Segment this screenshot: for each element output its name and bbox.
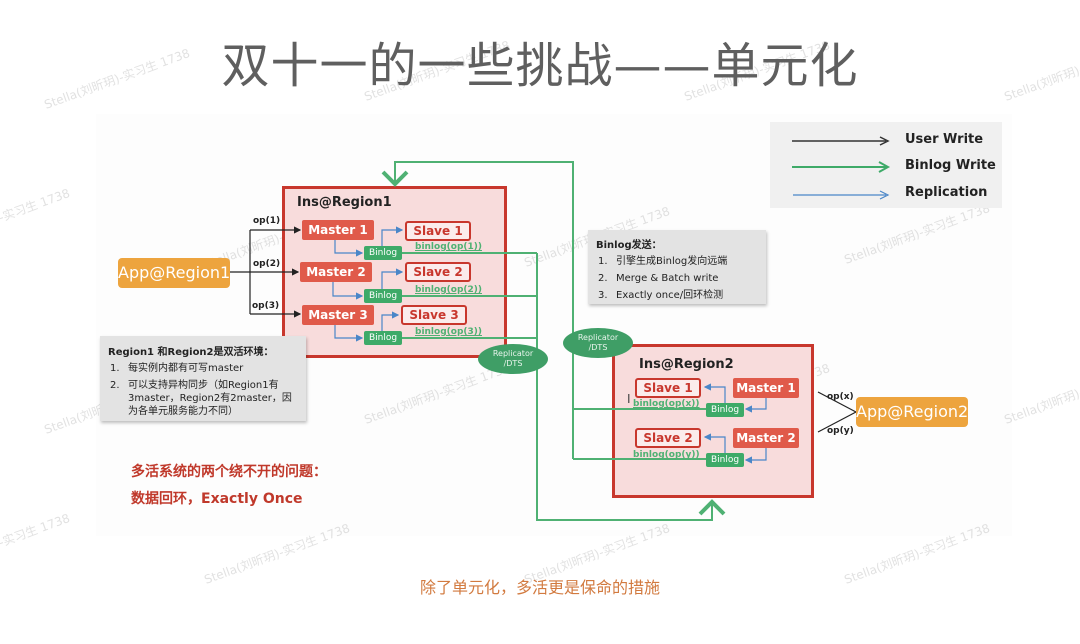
- region1-slave-1: Slave 1: [405, 221, 471, 241]
- region1-binlog-1: Binlog: [364, 246, 402, 260]
- region1-slave-2: Slave 2: [405, 262, 471, 282]
- region1-binlog-2: Binlog: [364, 289, 402, 303]
- note-item-number: 2.: [110, 380, 120, 391]
- region2-binlog-label-2: binlog(op(y)): [633, 450, 700, 460]
- op-label: op(3): [252, 301, 280, 311]
- region2-slave-1: Slave 1: [635, 378, 701, 398]
- note-item-text: Exactly once/回环检测: [616, 290, 724, 301]
- app-region2-node: App@Region2: [856, 397, 968, 427]
- note-title: Binlog发送：: [596, 240, 662, 251]
- region2-master-1: Master 1: [733, 378, 799, 398]
- region2-master-2: Master 2: [733, 428, 799, 448]
- replicator-dts-region1: Replicator /DTS: [478, 344, 548, 374]
- legend-label: Binlog Write: [905, 158, 996, 173]
- region1-binlog-label-2: binlog(op(2)): [415, 285, 482, 295]
- note-item-number: 3.: [598, 290, 608, 301]
- note-item-text: Merge & Batch write: [616, 273, 719, 284]
- note-item-text: 引擎生成Binlog发向远端: [616, 256, 728, 267]
- note-title: Region1 和Region2是双活环境：: [108, 347, 274, 358]
- slide-title: 双十一的一些挑战——单元化: [221, 38, 859, 94]
- note-item: 1. 引擎生成Binlog发向远端: [596, 255, 758, 268]
- replicator-label: Replicator: [577, 333, 619, 342]
- note-item-number: 1.: [110, 363, 120, 374]
- app-region1-node: App@Region1: [118, 258, 230, 288]
- op-label: op(y): [827, 426, 854, 436]
- region2-binlog-label-1: binlog(op(x)): [633, 399, 700, 409]
- note-item: 3. Exactly once/回环检测: [596, 289, 758, 302]
- note-item-number: 1.: [598, 256, 608, 267]
- binlog-write-lines-region2-to-region1: [381, 161, 706, 460]
- region2-binlog-2: Binlog: [706, 453, 744, 467]
- note-item-number: 2.: [598, 273, 608, 284]
- region1-slave-3: Slave 3: [401, 305, 467, 325]
- region2-slave-2: Slave 2: [635, 428, 701, 448]
- region1-master-3: Master 3: [302, 305, 374, 325]
- legend-item-binlog-write: Binlog Write: [770, 156, 1002, 178]
- legend-arrow-replication: [793, 190, 890, 200]
- legend-arrow-user-write: [792, 136, 890, 146]
- region1-title: Ins@Region1: [297, 195, 392, 210]
- legend: User Write Binlog Write Replication: [770, 122, 1002, 208]
- region2-binlog-1: Binlog: [706, 403, 744, 417]
- op-label: op(x): [827, 392, 854, 402]
- region1-binlog-label-1: binlog(op(1)): [415, 242, 482, 252]
- legend-item-replication: Replication: [770, 183, 1002, 205]
- region2-title: Ins@Region2: [639, 357, 734, 372]
- note-item: 1. 每实例内都有可写master: [108, 362, 298, 375]
- slide-caption: 除了单元化，多活更是保命的措施: [419, 578, 660, 597]
- region2-instance-box: Ins@Region2: [612, 344, 814, 498]
- replicator-label: /DTS: [588, 343, 608, 352]
- dual-active-env-note: Region1 和Region2是双活环境： 1. 每实例内都有可写master…: [100, 336, 306, 421]
- op-label: op(2): [253, 259, 281, 269]
- text-cursor-icon: I: [627, 392, 631, 406]
- note-item-text: 可以支持异构同步（如Region1有3master，Region2有2maste…: [128, 380, 292, 417]
- note-item: 2. 可以支持异构同步（如Region1有3master，Region2有2ma…: [108, 379, 298, 418]
- replicator-label: /DTS: [503, 359, 523, 368]
- note-item: 2. Merge & Batch write: [596, 272, 758, 285]
- op-label: op(1): [253, 216, 281, 226]
- region1-master-2: Master 2: [300, 262, 372, 282]
- user-write-lines-region1: [228, 226, 302, 318]
- region1-master-1: Master 1: [302, 220, 374, 240]
- region1-binlog-3: Binlog: [364, 331, 402, 345]
- legend-label: User Write: [905, 132, 984, 147]
- replicator-dts-region2: Replicator /DTS: [563, 328, 633, 358]
- legend-item-user-write: User Write: [770, 130, 1002, 152]
- replicator-label: Replicator: [492, 349, 534, 358]
- legend-label: Replication: [905, 185, 988, 200]
- problem-statement-line2: 数据回环，Exactly Once: [131, 491, 303, 507]
- binlog-write-lines-region1-to-region2: [402, 252, 726, 521]
- region1-binlog-label-3: binlog(op(3)): [415, 327, 482, 337]
- problem-statement-line1: 多活系统的两个绕不开的问题：: [131, 464, 327, 480]
- legend-arrow-binlog-write: [792, 161, 891, 173]
- binlog-send-note: Binlog发送： 1. 引擎生成Binlog发向远端 2. Merge & B…: [588, 230, 766, 304]
- replication-lines-region2: [703, 383, 767, 464]
- note-item-text: 每实例内都有可写master: [128, 363, 244, 374]
- replication-lines-region1: [332, 226, 404, 342]
- user-write-lines-region2: [817, 391, 857, 433]
